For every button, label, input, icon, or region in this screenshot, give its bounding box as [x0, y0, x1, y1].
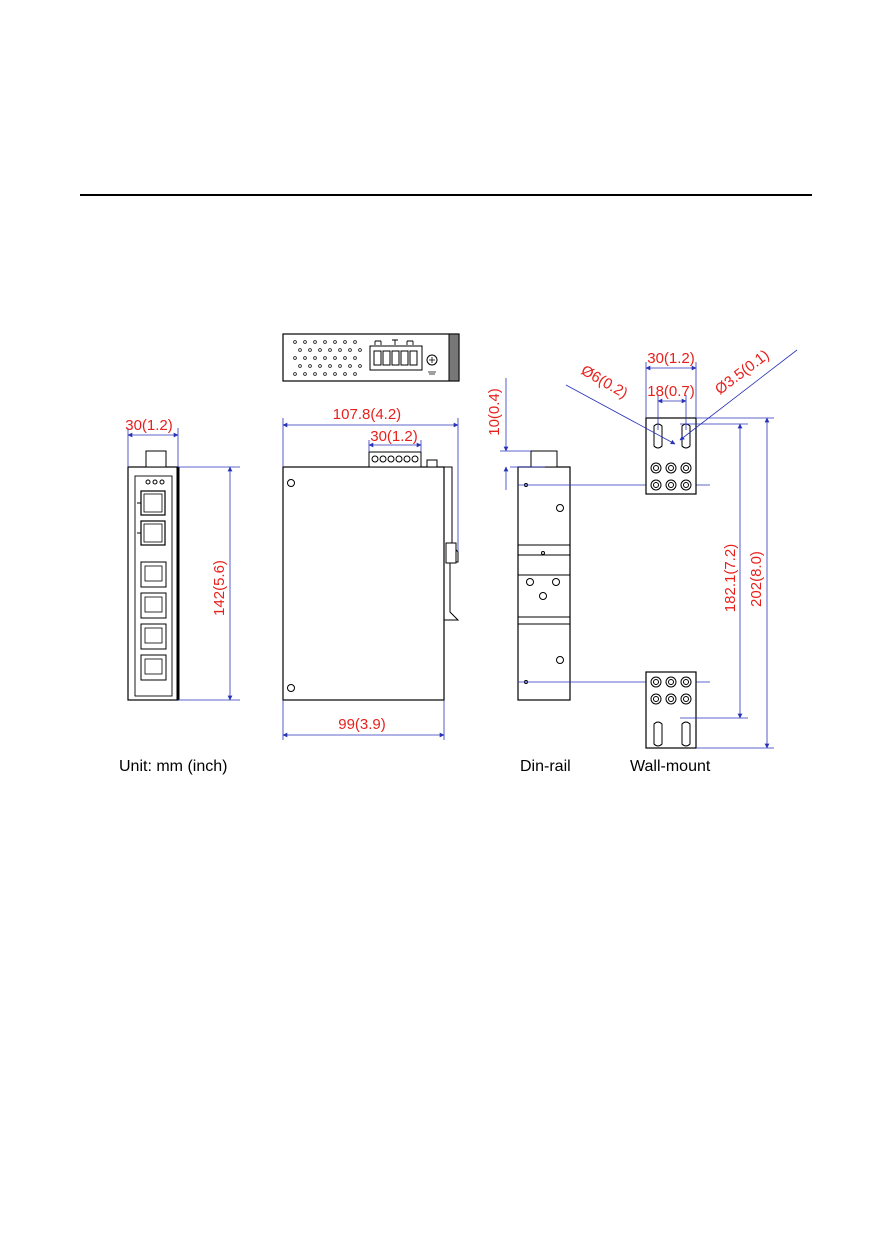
vent-hole	[298, 364, 302, 368]
dim-wall-total-height: 202(8.0)	[748, 551, 765, 607]
rj45-port-icon	[140, 561, 167, 681]
dim-hole-dia-small: Ø3.5(0.1)	[712, 347, 773, 399]
vent-hole	[313, 340, 317, 344]
vent-hole	[293, 372, 297, 376]
vent-hole	[298, 348, 302, 352]
top-view	[282, 333, 460, 382]
side-view: 107.8(4.2) 30(1.2) 99(3.9)	[282, 406, 460, 740]
vent-hole	[328, 364, 332, 368]
din-clip-icon	[530, 450, 558, 468]
vent-hole	[343, 372, 347, 376]
vent-hole	[293, 356, 297, 360]
vent-hole	[323, 372, 327, 376]
vent-hole	[318, 364, 322, 368]
caption-din-rail: Din-rail	[520, 758, 571, 775]
screw-icon	[539, 592, 547, 600]
vent-hole	[353, 340, 357, 344]
vent-hole	[353, 356, 357, 360]
screw-icon	[556, 656, 564, 664]
vent-hole	[358, 348, 362, 352]
screw-icon	[287, 479, 295, 487]
dim-wall-width: 30(1.2)	[647, 350, 695, 367]
vent-hole	[343, 340, 347, 344]
sfp-port-icon	[137, 490, 166, 546]
screw-icon	[552, 578, 560, 586]
vent-holes	[293, 340, 362, 376]
din-clip-icon	[445, 542, 457, 564]
screw-icon	[287, 684, 295, 692]
vent-hole	[333, 340, 337, 344]
dim-din-offset: 10(0.4)	[486, 388, 503, 436]
dim-front-height: 142(5.6)	[211, 560, 228, 616]
vent-hole	[308, 348, 312, 352]
dim-wall-hole-height: 182.1(7.2)	[722, 544, 739, 612]
mount-holes	[650, 462, 692, 705]
vent-hole	[308, 364, 312, 368]
vent-hole	[323, 356, 327, 360]
vent-hole	[303, 372, 307, 376]
screw-icon	[526, 578, 534, 586]
dim-hole-spacing: 18(0.7)	[647, 383, 695, 400]
vent-hole	[313, 372, 317, 376]
vent-hole	[303, 340, 307, 344]
vent-hole	[343, 356, 347, 360]
caption-wall-mount: Wall-mount	[630, 758, 711, 775]
ground-screw-icon	[426, 354, 438, 366]
caption-unit: Unit: mm (inch)	[119, 758, 227, 775]
wall-mount-view: 30(1.2) 18(0.7) Ø6(0.2) Ø3.5(0.1) 182.1(…	[565, 347, 798, 749]
vent-hole	[318, 348, 322, 352]
dim-side-depth-total: 107.8(4.2)	[333, 406, 401, 423]
vent-hole	[338, 364, 342, 368]
vent-hole	[353, 372, 357, 376]
vent-hole	[338, 348, 342, 352]
vent-hole	[348, 348, 352, 352]
terminal-connector	[145, 450, 167, 468]
vent-hole	[348, 364, 352, 368]
vent-hole	[293, 340, 297, 344]
dim-terminal-width: 30(1.2)	[370, 428, 418, 445]
screw-icon	[556, 504, 564, 512]
vent-hole	[333, 372, 337, 376]
vent-hole	[358, 364, 362, 368]
vent-hole	[303, 356, 307, 360]
vent-hole	[333, 356, 337, 360]
vent-hole	[313, 356, 317, 360]
dim-side-depth-base: 99(3.9)	[338, 716, 386, 733]
front-view: 30(1.2) 142(5.6)	[125, 417, 240, 701]
vent-hole	[328, 348, 332, 352]
dim-front-width: 30(1.2)	[125, 417, 173, 434]
vent-hole	[323, 340, 327, 344]
terminal-block-icon	[369, 339, 423, 371]
terminal-block-icon	[368, 451, 422, 468]
